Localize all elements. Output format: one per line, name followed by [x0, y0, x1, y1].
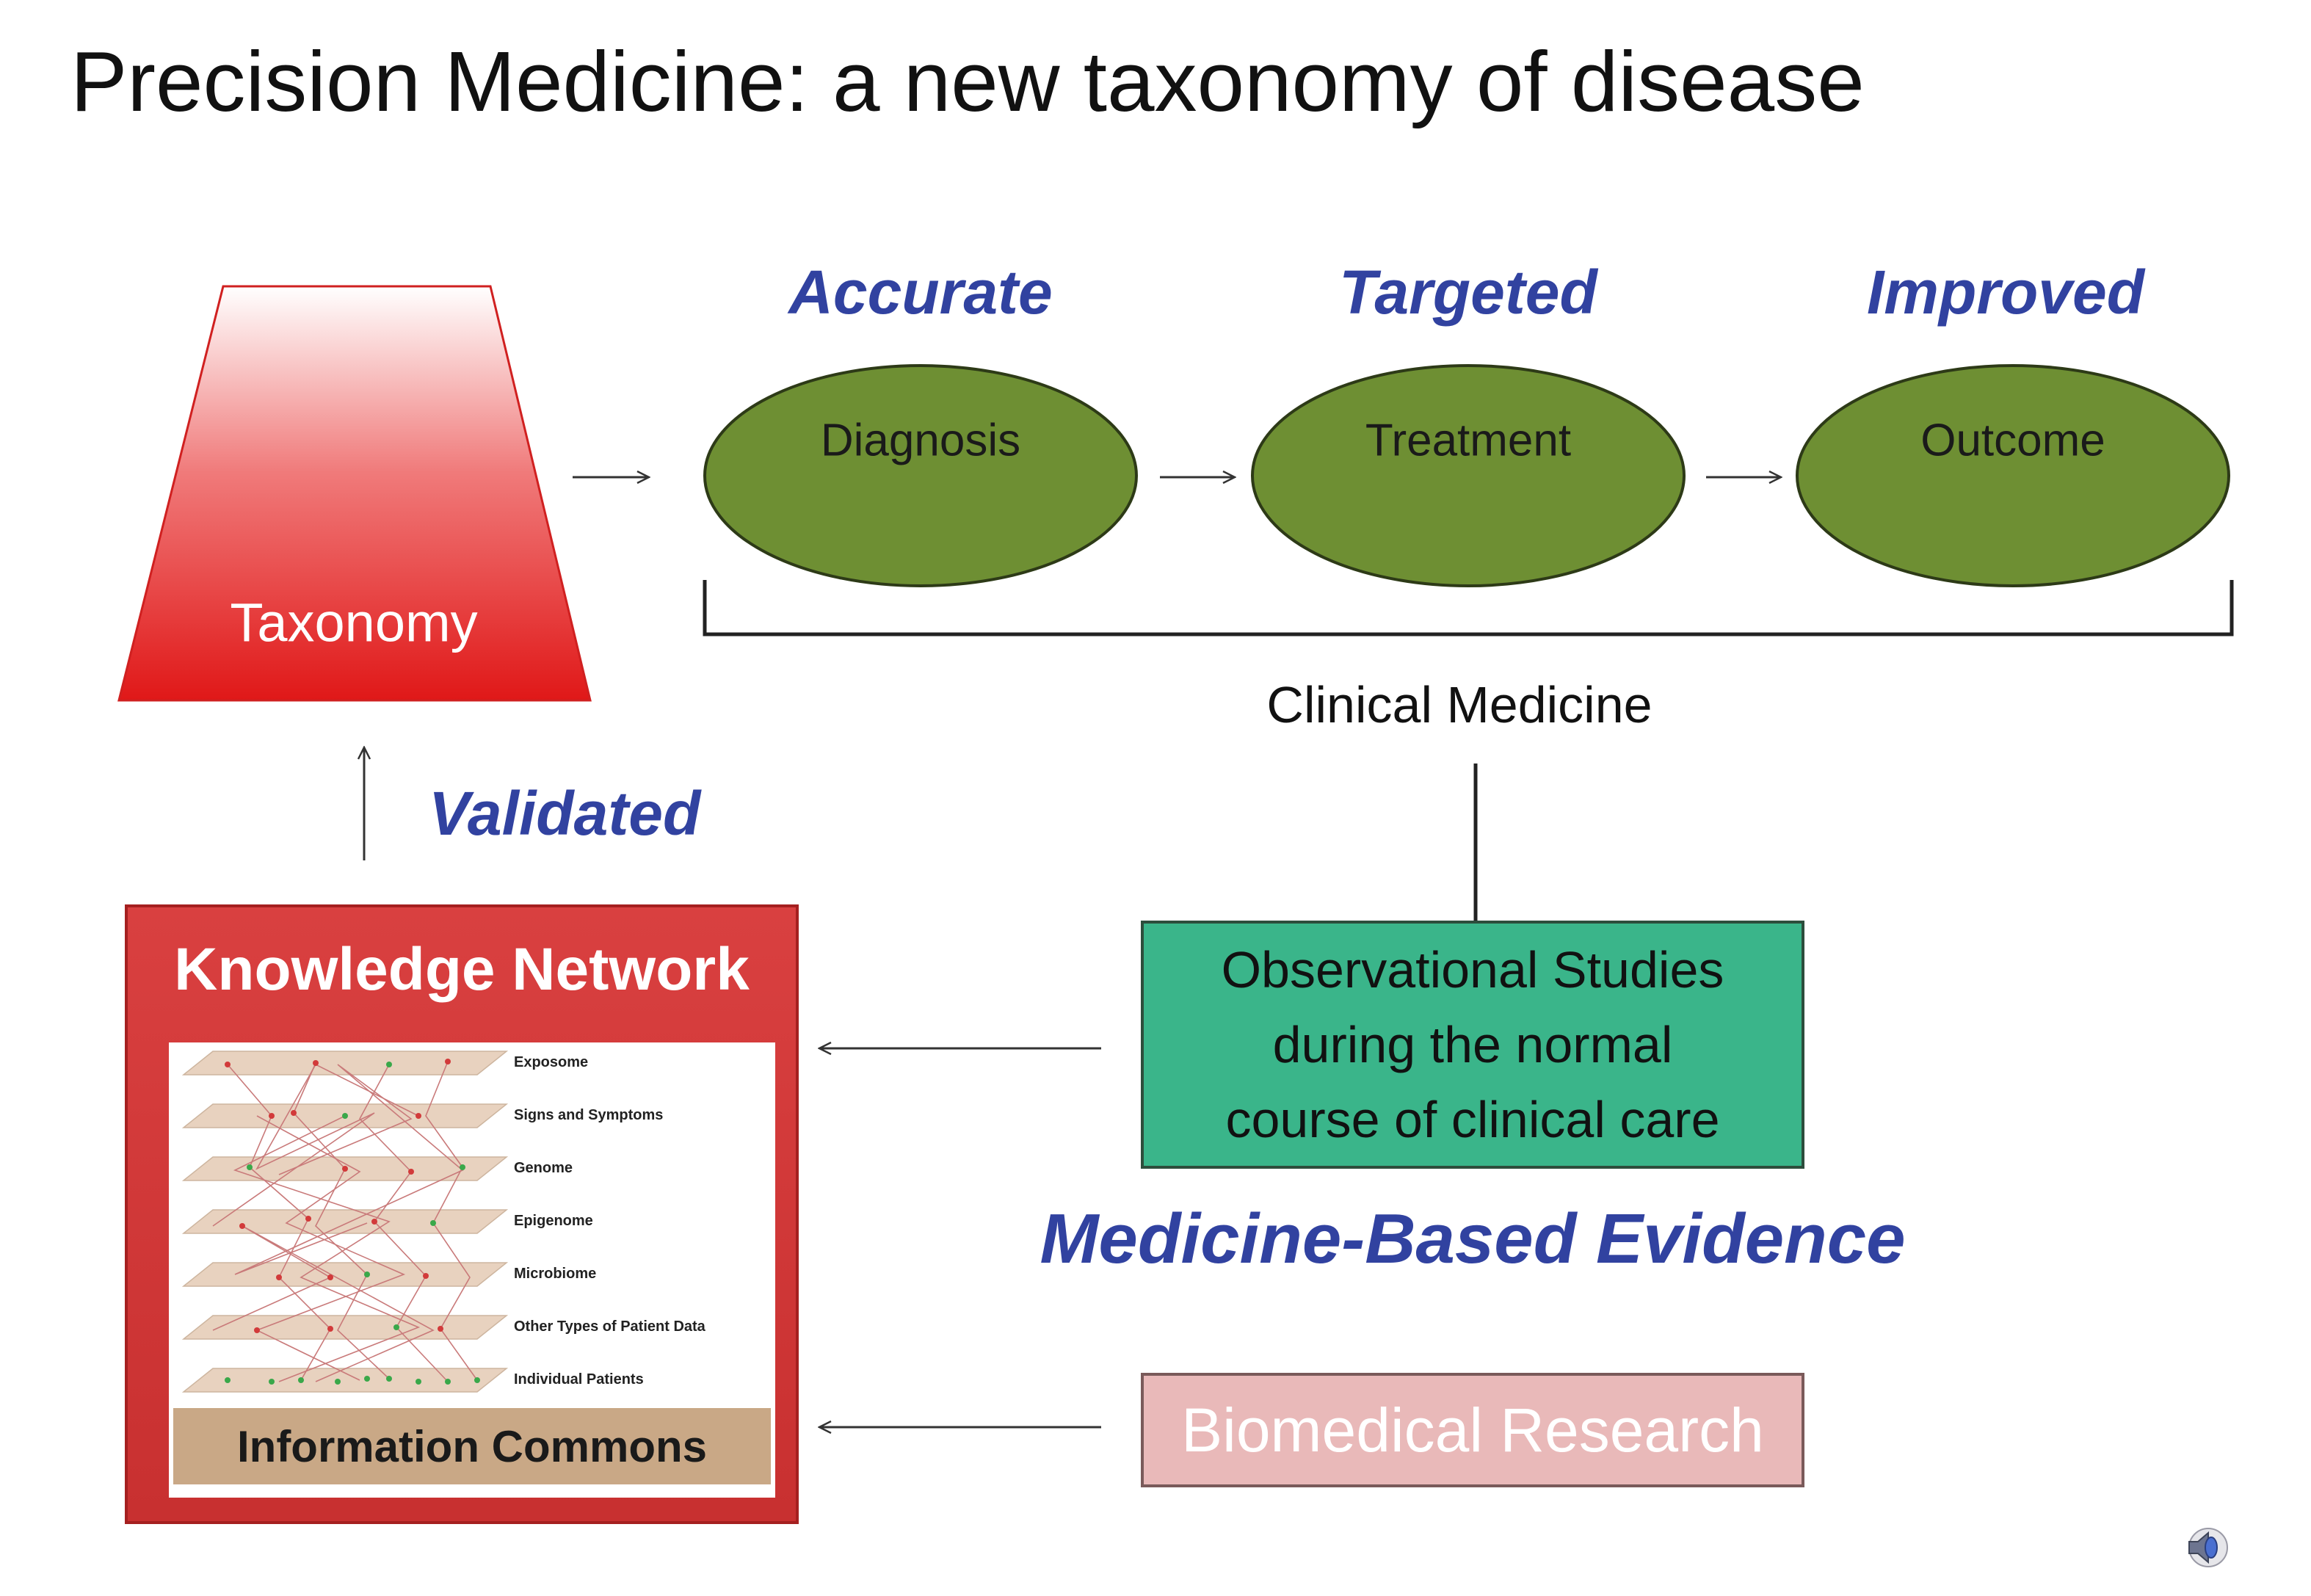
knowledge-network-box[interactable]: Knowledge Network [125, 904, 799, 1524]
outcome-label: Outcome [1920, 415, 2105, 466]
layer-label-other-patient-data: Other Types of Patient Data [514, 1318, 705, 1335]
observational-line-1: Observational Studies [1221, 941, 1724, 998]
network-nodes [225, 1059, 480, 1385]
qualifier-validated: Validated [429, 779, 701, 848]
layer-plane [181, 1368, 509, 1393]
diagnosis-ellipse[interactable] [703, 364, 1138, 587]
treatment-label: Treatment [1365, 415, 1572, 466]
taxonomy-trapezoid [117, 285, 592, 702]
slide-title: Precision Medicine: a new taxonomy of di… [70, 34, 1865, 129]
layer-label-epigenome: Epigenome [514, 1213, 593, 1229]
qualifier-improved: Improved [1866, 258, 2145, 327]
qualifier-accurate: Accurate [788, 258, 1053, 327]
layer-label-genome: Genome [514, 1160, 573, 1176]
biomedical-research-box[interactable]: Biomedical Research [1141, 1373, 1804, 1487]
information-commons-box: Information Commons [173, 1408, 771, 1484]
outcome-ellipse[interactable] [1796, 364, 2230, 587]
qualifier-targeted: Targeted [1339, 258, 1597, 327]
layer-label-individual-patients: Individual Patients [514, 1371, 644, 1388]
layer-plane [181, 1209, 509, 1234]
layer-plane [181, 1051, 509, 1076]
diagnosis-label: Diagnosis [820, 415, 1021, 466]
speaker-icon[interactable] [2179, 1520, 2232, 1573]
layer-label-signs-symptoms: Signs and Symptoms [514, 1107, 664, 1123]
observational-studies-box[interactable]: Observational Studies during the normal … [1141, 921, 1804, 1169]
network-layers-graphic [181, 1051, 509, 1393]
knowledge-network-title: Knowledge Network [174, 936, 750, 1003]
layer-plane [181, 1315, 509, 1340]
layer-label-microbiome: Microbiome [514, 1266, 597, 1282]
medicine-based-evidence-label: Medicine-Based Evidence [1040, 1200, 1906, 1278]
taxonomy-label: Taxonomy [230, 592, 478, 653]
layer-plane [181, 1262, 509, 1287]
knowledge-network-figure: Exposome Signs and Symptoms Genome Epige… [169, 1042, 775, 1498]
clinical-medicine-bracket [703, 580, 2234, 636]
layer-label-exposome: Exposome [514, 1054, 589, 1070]
observational-line-3: course of clinical care [1225, 1091, 1720, 1148]
treatment-ellipse[interactable] [1251, 364, 1686, 587]
observational-line-2: during the normal [1272, 1016, 1673, 1073]
clinical-medicine-label: Clinical Medicine [1266, 676, 1652, 733]
